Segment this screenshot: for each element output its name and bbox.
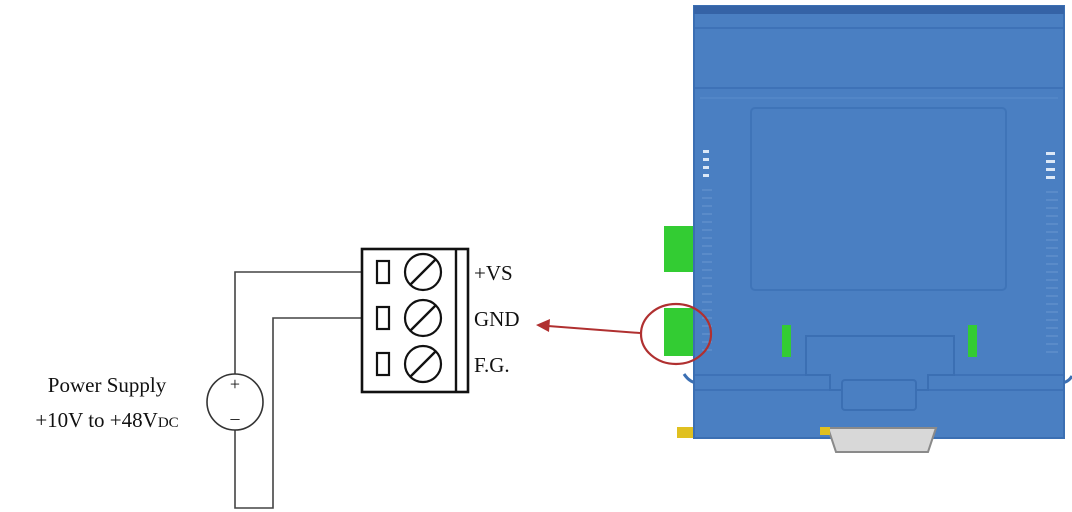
status-led-right bbox=[968, 325, 977, 357]
power-supply-symbol: + – bbox=[206, 373, 264, 431]
terminal-slot-fg bbox=[375, 344, 443, 384]
pointer-arrow bbox=[536, 319, 641, 334]
terminal-slot-gnd bbox=[375, 298, 443, 338]
supply-wires bbox=[234, 271, 362, 509]
supply-plus-sign: + bbox=[230, 374, 240, 394]
left-vent-marks bbox=[703, 150, 709, 177]
status-led-left bbox=[782, 325, 791, 357]
right-vent-marks bbox=[1046, 152, 1055, 179]
voltage-range-text: +10V to +48V bbox=[35, 408, 157, 432]
wire-slot-icon bbox=[375, 305, 391, 331]
db-connector-icon bbox=[826, 427, 938, 453]
power-supply-circle bbox=[206, 373, 264, 431]
device-module bbox=[664, 5, 1072, 453]
bottom-port-inner bbox=[841, 379, 917, 411]
front-panel-window bbox=[750, 107, 1007, 291]
screw-slot-line bbox=[409, 304, 437, 332]
arrow-head-icon bbox=[536, 319, 550, 332]
wire-slot-icon bbox=[375, 259, 391, 285]
screw-slot-line bbox=[409, 258, 437, 286]
terminal-label-gnd: GND bbox=[474, 307, 520, 331]
module-top-rail bbox=[694, 6, 1064, 14]
highlight-circle bbox=[639, 302, 713, 366]
terminal-slot-vs bbox=[375, 252, 443, 292]
wire-vs bbox=[234, 271, 362, 375]
power-supply-label: Power Supply bbox=[48, 373, 167, 397]
terminal-label-fg: F.G. bbox=[474, 353, 510, 377]
wire-gnd bbox=[234, 317, 362, 509]
voltage-dc-subscript: DC bbox=[158, 415, 179, 431]
screw-slot-line bbox=[409, 350, 437, 378]
wire-slot-icon bbox=[375, 351, 391, 377]
terminal-block bbox=[360, 247, 470, 394]
left-vent-grille bbox=[702, 189, 712, 351]
yellow-tab bbox=[677, 427, 694, 438]
terminal-label-vs: +VS bbox=[474, 261, 513, 285]
power-supply-voltage-label: +10V to +48VDC bbox=[35, 408, 178, 432]
right-vent-grille bbox=[1046, 191, 1058, 353]
supply-minus-sign: – bbox=[230, 408, 241, 428]
